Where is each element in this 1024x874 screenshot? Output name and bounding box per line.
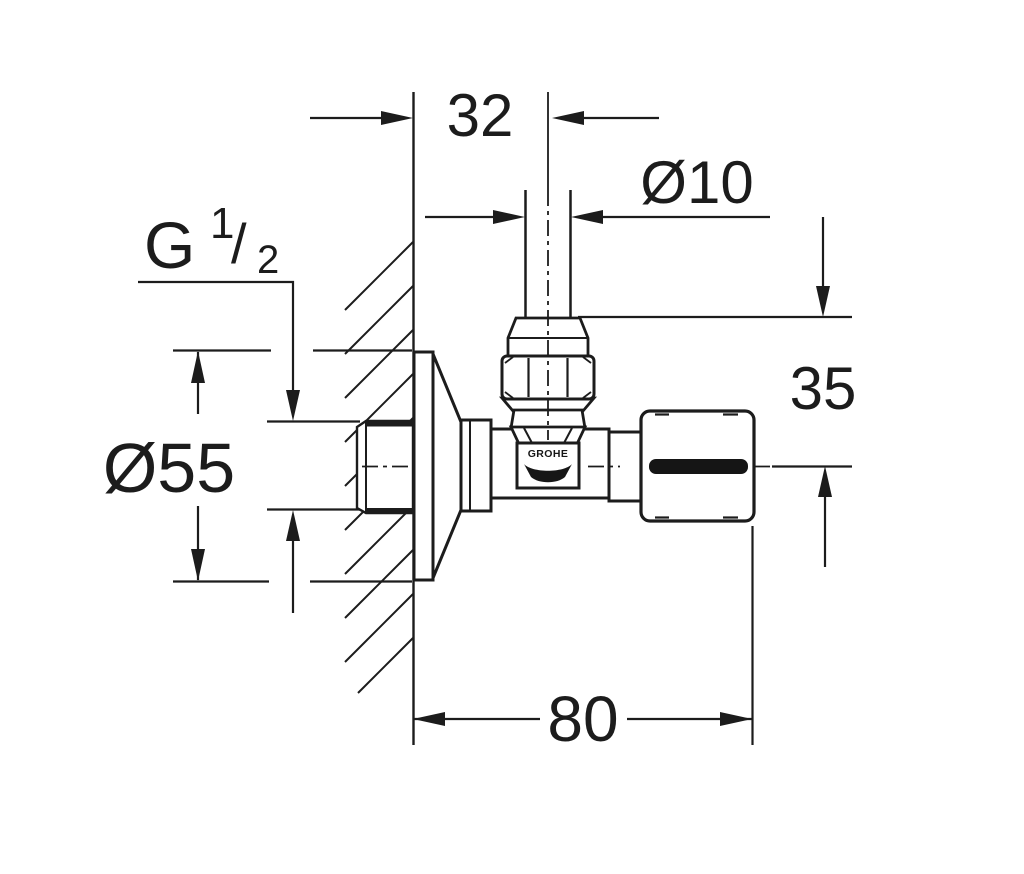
handle-grip-slot: [649, 459, 748, 474]
dim-label-flange-diameter: Ø55: [102, 429, 236, 507]
dimension-arrowheads: [191, 111, 832, 726]
grohe-logo: [515, 441, 581, 490]
thread-label-g: G: [144, 208, 196, 282]
handle-neck: [607, 430, 643, 503]
dim-label-80: 80: [547, 683, 619, 755]
centerlines: [362, 190, 779, 468]
valve-escutcheon: [412, 350, 463, 582]
thread-size-label: G 1 / 2: [136, 200, 306, 284]
grohe-swoosh-icon: [524, 464, 572, 483]
thread-label-slash: /: [231, 212, 247, 275]
dim-label-35: 35: [789, 355, 857, 422]
outlet-pipe: [524, 190, 572, 318]
dim-label-pipe-diameter: Ø10: [640, 149, 754, 216]
thread-label-numerator: 1: [210, 199, 235, 248]
thread-label-denominator: 2: [257, 238, 280, 282]
dimension-lines: [138, 92, 852, 745]
dim-label-32: 32: [446, 82, 514, 149]
valve-handle: [607, 409, 756, 523]
grohe-logo-text: GROHE: [527, 447, 569, 460]
